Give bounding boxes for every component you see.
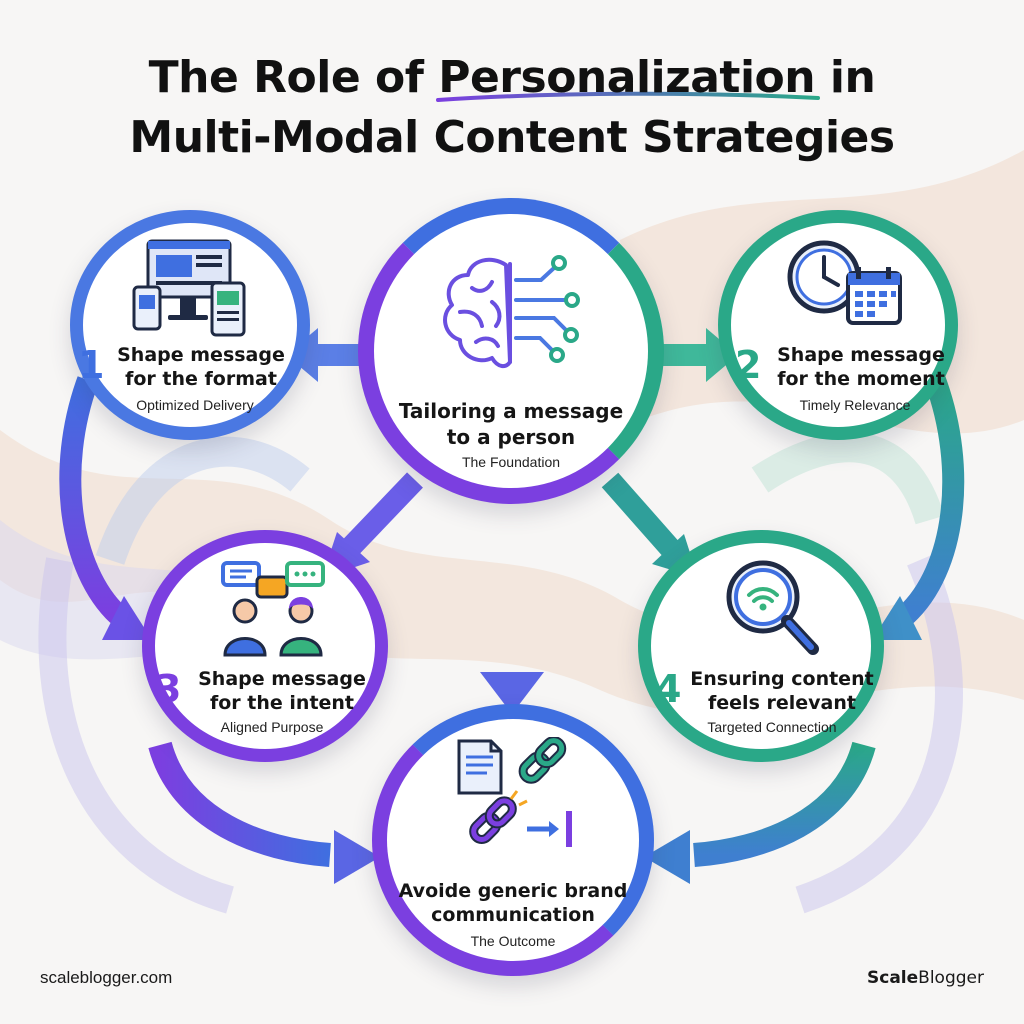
node-3-subtitle: Aligned Purpose	[220, 719, 324, 735]
arrow-format-to-intent	[59, 376, 126, 624]
background-curve	[38, 557, 234, 914]
clock-calendar-icon	[787, 240, 902, 325]
arrow-center-to-outcome	[480, 672, 544, 714]
node-center-foundation: Tailoring a message to a person The Foun…	[358, 198, 664, 504]
brain-circuit-icon	[443, 255, 580, 369]
node-shape-moment: 2 Shape message for the moment Timely Re…	[718, 210, 958, 440]
arrow-center-to-relevant	[601, 472, 679, 556]
outcome-title: Avoide generic brand communication	[398, 880, 628, 926]
title-highlight: Personalization	[438, 52, 816, 103]
footer-website: scaleblogger.com	[40, 968, 173, 987]
arrow-intent-to-outcome	[148, 741, 331, 867]
arrow-relevant-to-outcome	[644, 830, 690, 884]
node-1-title: Shape message for the format	[117, 344, 285, 390]
center-title: Tailoring a message to a person	[398, 399, 624, 449]
title-underline	[436, 91, 820, 102]
node-4-subtitle: Targeted Connection	[707, 719, 837, 735]
page-title-line-2: Multi-Modal Content Strategies	[129, 112, 895, 163]
brand-rest: Blogger	[918, 968, 984, 988]
arrow-moment-to-relevant	[872, 596, 922, 640]
brand-bold: Scale	[867, 968, 919, 988]
background-curve	[95, 436, 310, 565]
step-number-3: 3	[155, 667, 182, 711]
node-1-subtitle: Optimized Delivery	[136, 397, 254, 413]
broken-chain-icon	[457, 737, 572, 847]
background-curve	[751, 432, 945, 525]
arrow-relevant-to-outcome	[693, 741, 876, 867]
node-shape-relevant: 4 Ensuring content feels relevant Target…	[638, 530, 884, 762]
arrow-moment-to-relevant	[898, 376, 965, 624]
arrow-format-to-intent	[102, 596, 152, 640]
people-chat-icon	[221, 561, 325, 657]
node-3-title: Shape message for the intent	[198, 668, 366, 714]
arrow-center-to-intent	[342, 472, 423, 556]
title-text-end: in	[815, 52, 876, 103]
page-title: The Role of Personalization in	[0, 52, 1024, 103]
outcome-subtitle: The Outcome	[470, 933, 556, 949]
step-number-1: 1	[78, 343, 105, 387]
devices-icon	[132, 239, 246, 337]
step-number-4: 4	[655, 667, 682, 711]
node-outcome: Avoide generic brand communication The O…	[372, 704, 654, 976]
title-text-start: The Role of	[148, 52, 439, 103]
background-curve	[795, 554, 963, 914]
node-shape-intent: 3 Shape message for the intent Aligned P…	[142, 530, 388, 762]
node-4-title: Ensuring content feels relevant	[690, 668, 874, 714]
arrow-intent-to-outcome	[334, 830, 380, 884]
footer-brand-logo: ScaleBlogger	[867, 968, 984, 988]
node-2-subtitle: Timely Relevance	[799, 397, 911, 413]
center-subtitle: The Foundation	[461, 454, 561, 470]
search-signal-icon	[726, 560, 819, 655]
node-shape-format: 1 Shape message for the format Optimized…	[70, 210, 310, 440]
node-2-title: Shape message for the moment	[777, 344, 945, 390]
step-number-2: 2	[735, 343, 762, 387]
